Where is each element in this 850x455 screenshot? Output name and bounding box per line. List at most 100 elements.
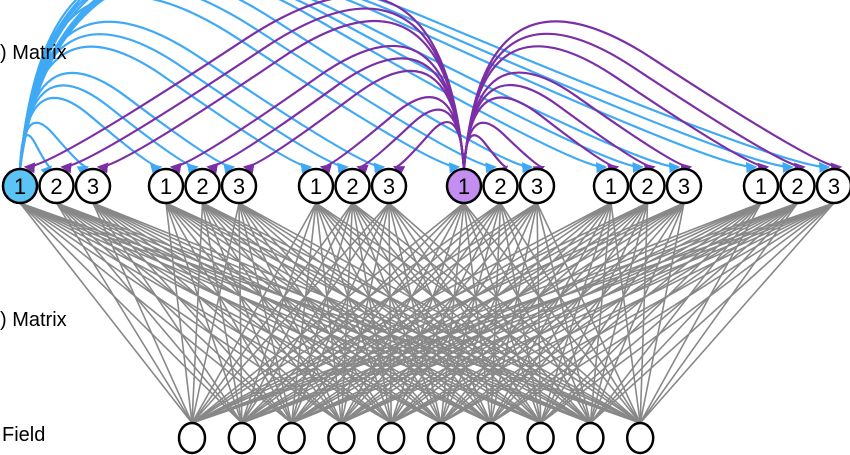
field-node <box>426 421 456 455</box>
dependency-arc <box>393 121 466 176</box>
top-node: 1 <box>297 167 335 205</box>
edge <box>390 202 762 424</box>
node-circle <box>629 167 666 205</box>
edge <box>291 202 685 424</box>
edge <box>165 202 193 424</box>
edge <box>540 202 762 424</box>
edge <box>241 202 685 424</box>
field-node <box>376 421 406 455</box>
top-node: 1 <box>1 167 39 205</box>
field-node <box>277 421 306 455</box>
node-label: 1 <box>14 174 26 199</box>
edge <box>639 202 762 424</box>
edge <box>241 202 317 424</box>
node-circle <box>370 167 408 205</box>
dependency-arc <box>242 69 466 174</box>
edge <box>291 202 835 424</box>
dependency-arc <box>96 20 466 174</box>
field-node <box>476 421 506 455</box>
edge <box>241 202 762 424</box>
edge <box>201 202 243 424</box>
dependency-arc <box>169 44 466 174</box>
node-label: 1 <box>160 174 172 199</box>
edge <box>191 202 204 424</box>
edge <box>191 202 465 424</box>
dependency-arc <box>462 71 693 174</box>
edges <box>19 202 835 424</box>
edge <box>390 202 835 424</box>
node-label: 2 <box>791 174 803 199</box>
edge <box>238 202 293 424</box>
node-circle <box>297 167 335 205</box>
node-circle <box>665 167 703 205</box>
top-node: 2 <box>779 167 816 205</box>
edge <box>55 202 243 424</box>
edge <box>191 202 354 424</box>
edge <box>191 202 612 424</box>
node-label: 3 <box>828 174 840 199</box>
edge <box>241 202 798 424</box>
node-circle <box>1 167 39 205</box>
top-node: 3 <box>370 167 408 205</box>
top-node: 1 <box>445 167 483 205</box>
edge <box>291 202 762 424</box>
edge <box>191 202 648 424</box>
edge <box>639 202 799 424</box>
node-label: 1 <box>605 174 617 199</box>
edge <box>390 202 798 424</box>
node-circle <box>815 167 850 205</box>
top-node: 2 <box>629 167 666 205</box>
edge <box>92 202 243 424</box>
dependency-arc <box>462 45 770 174</box>
dependency-arc <box>206 57 466 174</box>
dependency-arc <box>462 84 656 175</box>
edge <box>19 202 293 424</box>
edge <box>241 202 835 424</box>
node-label: 2 <box>494 174 506 199</box>
edge <box>241 202 465 424</box>
node-circle <box>592 167 630 205</box>
top-node: 1 <box>592 167 630 205</box>
edge <box>589 202 835 424</box>
edge <box>490 202 798 424</box>
edge <box>290 202 465 424</box>
arcs-from-source-0 <box>18 0 831 178</box>
edge <box>56 202 442 424</box>
top-node: 1 <box>147 167 185 205</box>
edge <box>165 202 243 424</box>
node-label: 3 <box>233 174 245 199</box>
edge <box>191 202 390 424</box>
edge <box>241 202 612 424</box>
top-node: 2 <box>184 167 221 205</box>
dependency-arc <box>319 96 466 175</box>
edge <box>92 202 193 424</box>
edge <box>290 202 317 424</box>
dependency-arc <box>18 0 681 173</box>
edge <box>440 202 835 424</box>
field-node <box>526 421 555 455</box>
node-circle <box>779 167 816 205</box>
middle-layer-label: ) Matrix <box>0 309 67 331</box>
edge <box>238 202 243 424</box>
edge <box>291 202 612 424</box>
edge <box>589 202 799 424</box>
node-label: 2 <box>50 174 62 199</box>
edge <box>191 202 317 424</box>
top-node: 3 <box>518 167 556 205</box>
edge <box>440 202 798 424</box>
top-node: 2 <box>38 167 75 205</box>
top-node: 3 <box>815 167 850 205</box>
edge <box>92 202 293 424</box>
bottom-layer-label: Field <box>2 424 46 446</box>
top-node: 2 <box>482 167 519 205</box>
edge <box>639 202 835 424</box>
node-label: 2 <box>641 174 653 199</box>
field-node <box>177 421 207 455</box>
node-label: 2 <box>196 174 208 199</box>
top-node: 3 <box>220 167 258 205</box>
field-node <box>227 421 257 455</box>
node-label: 1 <box>755 174 767 199</box>
top-node: 3 <box>665 167 703 205</box>
node-circle <box>482 167 519 205</box>
